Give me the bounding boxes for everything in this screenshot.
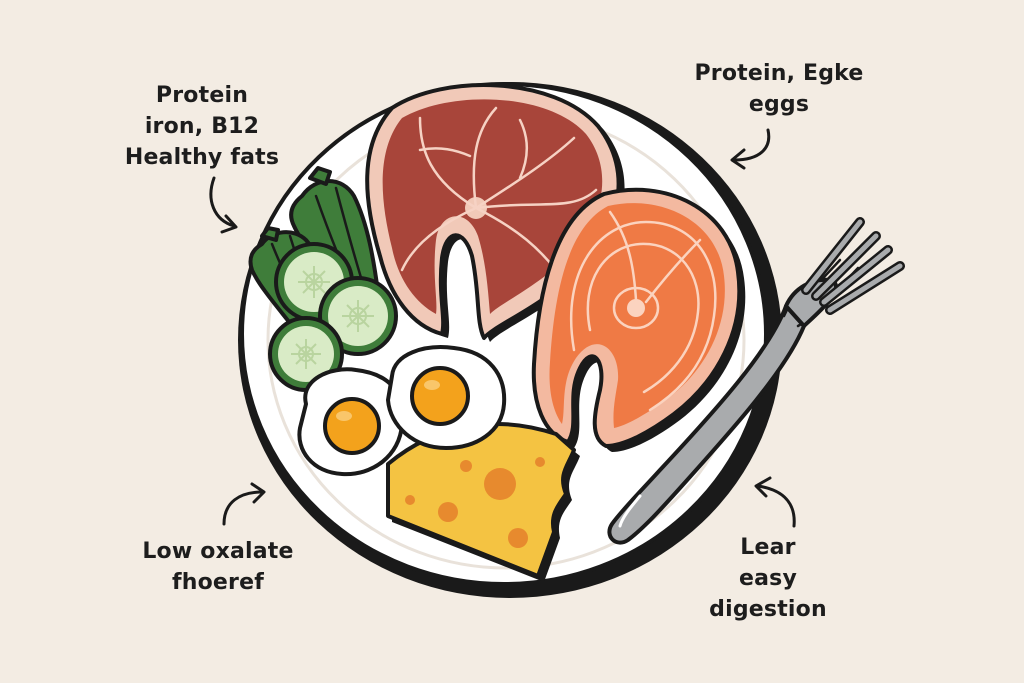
label-easy-digestion: Lear easy digestion (686, 532, 850, 625)
label-line: fhoeref (171, 570, 264, 595)
label-protein-eggs: Protein, Egke eggs (664, 58, 894, 120)
label-line: Low oxalate (142, 539, 294, 564)
fried-egg-icon (297, 345, 507, 477)
curved-arrow-icon (209, 128, 796, 528)
cucumber-icon (248, 166, 398, 392)
label-line: Healthy fats (124, 145, 280, 170)
label-line: Protein (155, 83, 249, 108)
fork-icon (607, 217, 905, 545)
label-line: Protein, Egke (694, 61, 864, 86)
label-low-oxalate: Low oxalate fhoeref (118, 536, 318, 598)
cheese-icon (386, 422, 580, 582)
label-line: Lear (740, 535, 796, 560)
label-line: digestion (709, 597, 827, 622)
salmon-steak-icon (531, 187, 746, 452)
label-line: eggs (748, 92, 810, 117)
label-line: easy (738, 566, 797, 591)
label-protein-iron-fats: Protein iron, B12 Healthy fats (104, 80, 300, 173)
label-line: iron, B12 (144, 114, 260, 139)
